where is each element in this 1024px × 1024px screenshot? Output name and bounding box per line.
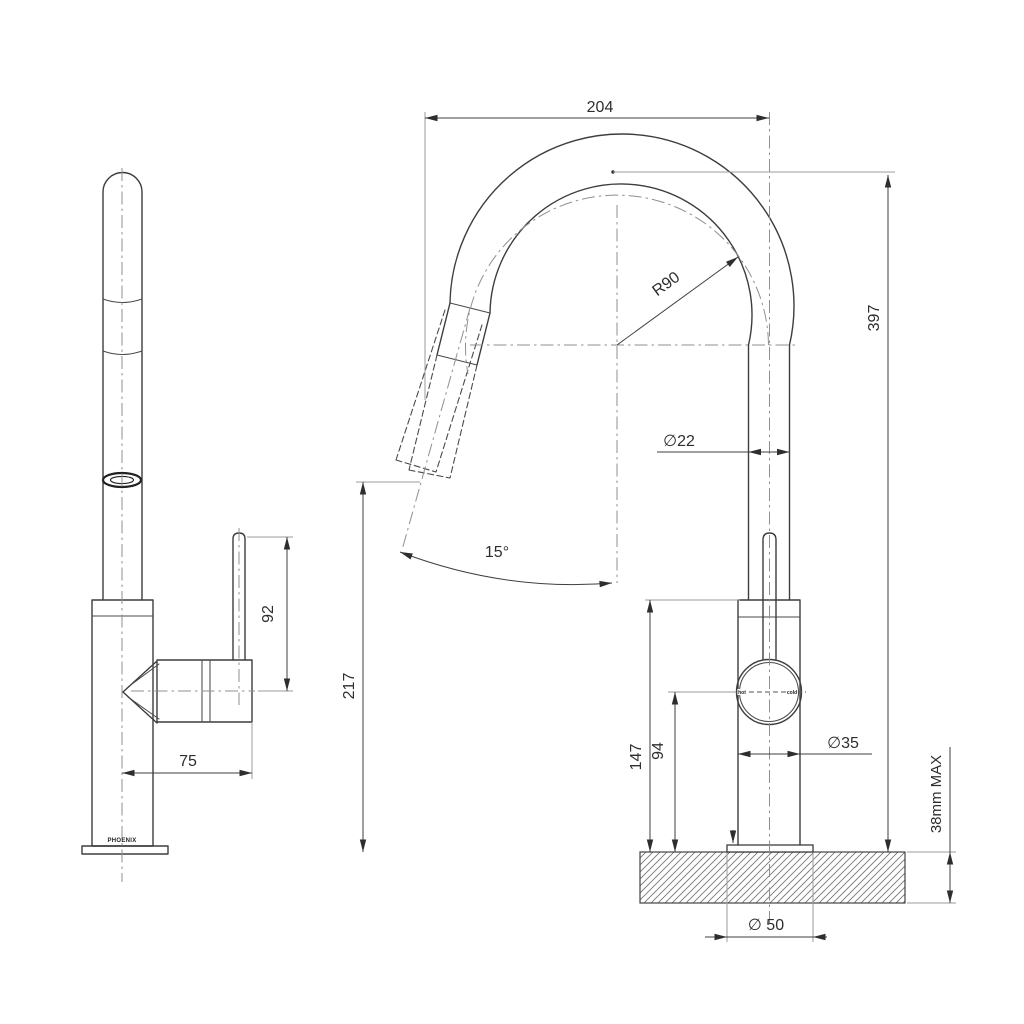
dim-mixer-center-height-label: 94 [650, 742, 667, 760]
side-view [81, 171, 253, 855]
aerator-ring [101, 471, 143, 489]
spout-outer-arc [449, 133, 795, 346]
dim-handle-reach-label: 75 [179, 753, 197, 770]
side-spout-joint-lower [102, 350, 143, 356]
spray-head-joint-2 [436, 354, 478, 366]
dim-spout-reach-label: 204 [587, 99, 614, 116]
spray-head-axis-extension [401, 307, 471, 551]
dim-outlet-clearance-label: 217 [341, 673, 358, 700]
front-view [395, 133, 803, 846]
spout-centerline-arc [465, 194, 769, 375]
dim-spout-radius-label: R90 [649, 269, 683, 300]
spray-head-lower-phantom [408, 354, 478, 479]
dim-spout-diameter-label: ∅22 [663, 433, 695, 450]
dim-height-overall-label: 397 [866, 305, 883, 332]
centerlines [121, 112, 806, 925]
dimensions: 204 R90 ∅22 397 15° 217 147 94 ∅35 [122, 99, 956, 941]
dim-tilt-angle-label: 15° [485, 544, 509, 561]
spout-inner-arc [489, 183, 753, 346]
dim-lever-height-label: 92 [260, 605, 277, 623]
spray-head-upper [436, 302, 491, 366]
dim-body-height-label: 147 [628, 744, 645, 771]
dim-base-diameter-label: ∅ 50 [748, 917, 784, 934]
cold-marker-text: cold [787, 690, 797, 696]
handle-wedge-detail [127, 663, 160, 720]
dimarc-15deg [399, 551, 613, 588]
brand-logo-text: PHOENIX [107, 838, 136, 844]
bench-hatched-area [639, 851, 906, 904]
dim-body-diameter-label: ∅35 [827, 735, 859, 752]
dim-mounting-max-label: 38mm MAX [928, 755, 945, 833]
side-spout-joint-upper [102, 298, 143, 304]
handle-lever-rod-front [762, 532, 777, 660]
hot-marker-text: hot [738, 690, 746, 696]
side-base-plate [81, 845, 169, 855]
dimline-r90 [616, 256, 739, 346]
spray-head-tilted-phantom [395, 309, 483, 473]
